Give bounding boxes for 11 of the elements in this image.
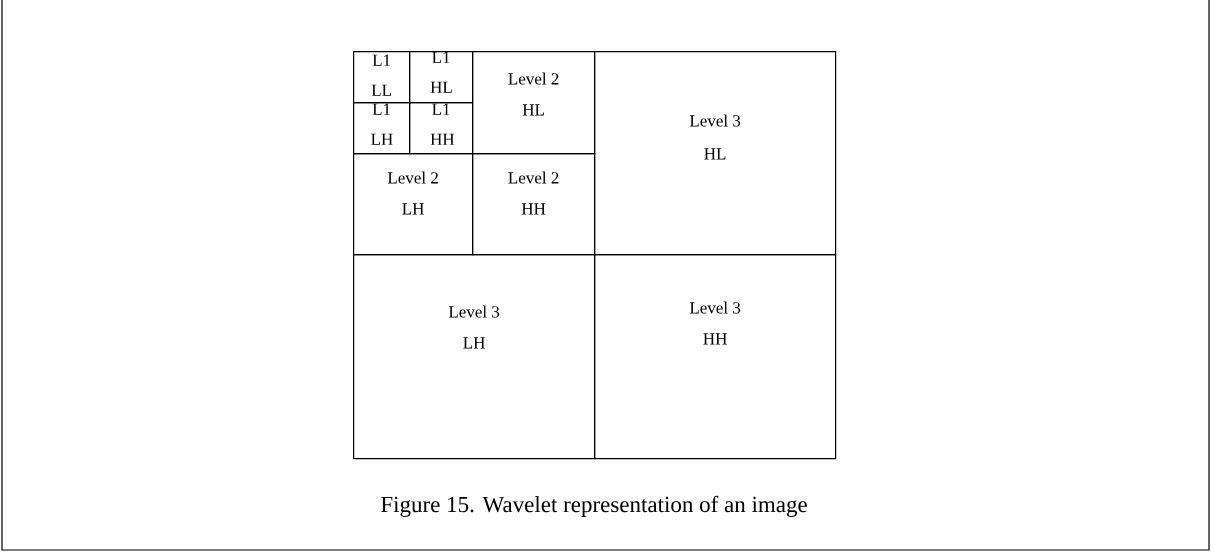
subband-cell: Level 2 HL <box>472 51 596 155</box>
subband-cell: L1 HL <box>409 51 474 104</box>
subband-cell: Level 3 HH <box>594 254 837 460</box>
subband-cell: L1 LH <box>353 102 411 155</box>
subband-cell: Level 3 HL <box>594 51 837 256</box>
subband-cell: Level 3 LH <box>353 254 596 460</box>
subband-cell: L1 LL <box>353 51 411 104</box>
subband-cell: L1 HH <box>409 102 474 155</box>
figure-caption: Figure 15. Wavelet representation of an image <box>381 495 807 517</box>
subband-cell: Level 2 HH <box>472 153 596 256</box>
subband-cell: Level 2 LH <box>353 153 474 256</box>
